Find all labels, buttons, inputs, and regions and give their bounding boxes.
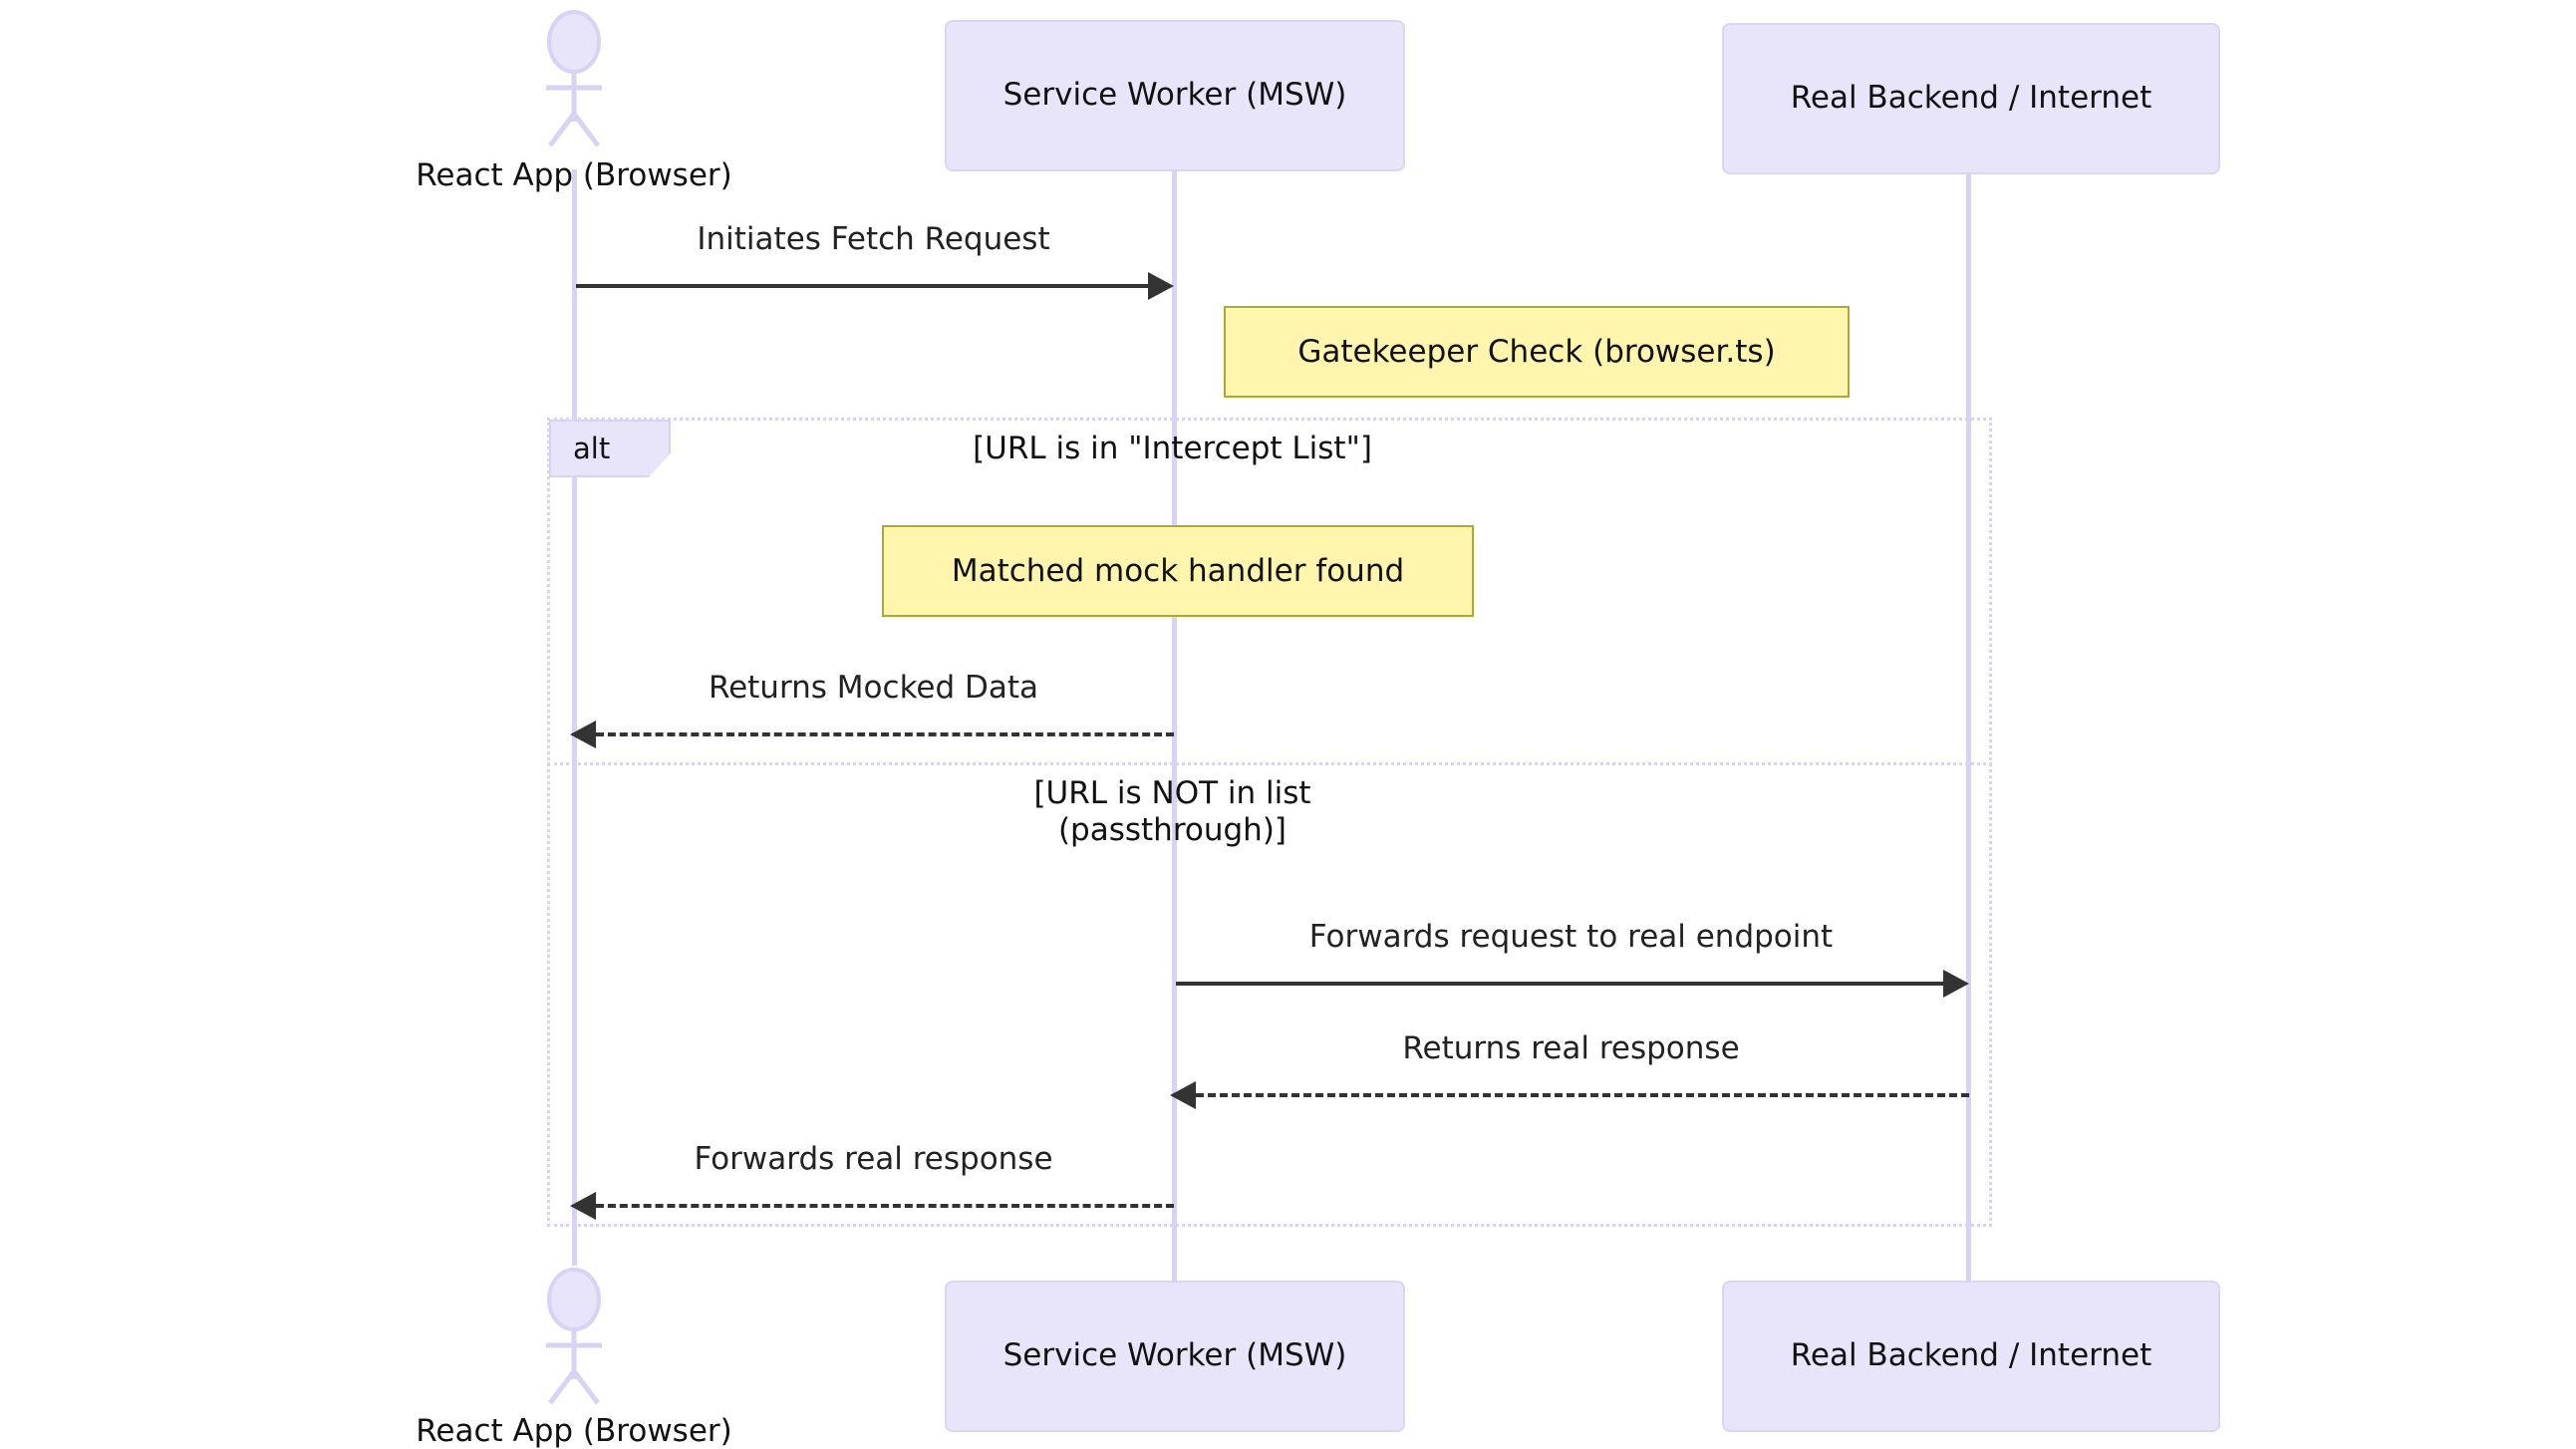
lifeline-service-worker — [1172, 169, 1177, 1281]
actor-react-app-top — [526, 10, 622, 149]
participant-service-worker-bottom: Service Worker (MSW) — [945, 1281, 1405, 1432]
message-arrowhead-returns-mocked-data — [570, 721, 596, 748]
participant-label-service-worker-top: Service Worker (MSW) — [1002, 77, 1347, 114]
actor-react-app-bottom — [526, 1268, 622, 1407]
participant-label-service-worker-bottom: Service Worker (MSW) — [1002, 1337, 1347, 1374]
actor-stick-figure-icon — [546, 10, 602, 147]
actor-label-react-app-top: React App (Browser) — [416, 157, 732, 193]
alt-fragment-divider — [547, 762, 1992, 765]
message-label-initiates-fetch-request: Initiates Fetch Request — [697, 221, 1050, 257]
message-label-returns-mocked-data: Returns Mocked Data — [708, 670, 1039, 706]
message-line-returns-mocked-data — [596, 732, 1174, 736]
note-gatekeeper-check: Gatekeeper Check (browser.ts) — [1224, 306, 1850, 398]
message-label-forwards-request-to-real-endpoint: Forwards request to real endpoint — [1308, 919, 1834, 955]
message-label-returns-real-response: Returns real response — [1402, 1030, 1740, 1066]
actor-stick-figure-icon — [546, 1268, 602, 1405]
note-text-matched-mock-handler: Matched mock handler found — [951, 553, 1405, 589]
message-line-initiates-fetch-request — [576, 284, 1148, 288]
actor-label-react-app-bottom: React App (Browser) — [416, 1413, 732, 1449]
message-line-forwards-request-to-real-endpoint — [1176, 982, 1943, 986]
message-arrowhead-initiates-fetch-request — [1148, 272, 1174, 300]
message-arrowhead-forwards-real-response — [570, 1192, 596, 1220]
message-line-returns-real-response — [1196, 1093, 1969, 1097]
participant-real-backend-top: Real Backend / Internet — [1722, 23, 2220, 174]
participant-label-real-backend-top: Real Backend / Internet — [1790, 80, 2152, 117]
message-line-forwards-real-response — [596, 1204, 1174, 1208]
participant-label-real-backend-bottom: Real Backend / Internet — [1790, 1337, 2152, 1374]
note-matched-mock-handler: Matched mock handler found — [882, 525, 1474, 617]
participant-service-worker-top: Service Worker (MSW) — [945, 20, 1405, 171]
message-arrowhead-forwards-request-to-real-endpoint — [1943, 970, 1969, 998]
participant-real-backend-bottom: Real Backend / Internet — [1722, 1281, 2220, 1432]
message-label-forwards-real-response: Forwards real response — [694, 1141, 1053, 1177]
alt-keyword-text: alt — [573, 432, 611, 465]
alt-branch-condition-2: [URL is NOT in list (passthrough)] — [1033, 775, 1311, 848]
note-text-gatekeeper-check: Gatekeeper Check (browser.ts) — [1297, 334, 1776, 370]
alt-branch-condition-1: [URL is in "Intercept List"] — [973, 431, 1372, 466]
lifeline-react-app — [572, 169, 577, 1266]
alt-fragment-keyword-label: alt — [549, 420, 671, 477]
message-arrowhead-returns-real-response — [1170, 1081, 1196, 1109]
lifeline-real-backend — [1966, 172, 1971, 1281]
